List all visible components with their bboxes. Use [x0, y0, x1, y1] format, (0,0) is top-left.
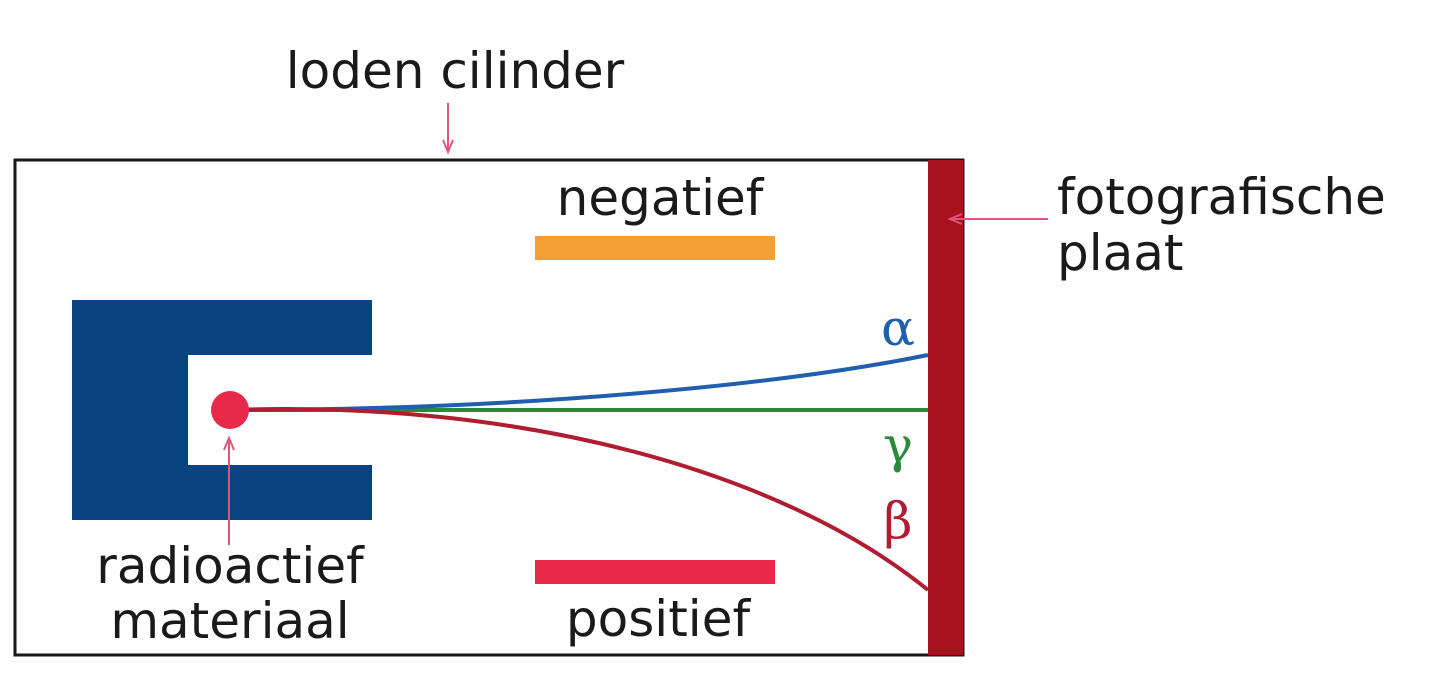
label-photographic-plate-line2: plaat [1057, 224, 1184, 282]
label-source-line1: radioactief [96, 537, 365, 595]
pointer-photographic-plate [947, 213, 1048, 225]
pointer-source [223, 435, 235, 545]
photographic-plate [928, 160, 963, 655]
beta-ray-path [229, 407, 930, 592]
label-positive-plate: positief [566, 590, 752, 648]
negative-plate [535, 236, 775, 260]
ray-symbol-alpha: α [881, 299, 915, 357]
label-photographic-plate-line1: fotografische [1057, 168, 1386, 226]
label-source-line2: materiaal [110, 592, 349, 650]
pointer-lead-cylinder [442, 103, 454, 155]
lead-shield-block [72, 300, 372, 520]
label-lead-cylinder: loden cilinder [286, 42, 625, 100]
ray-symbol-gamma: γ [883, 416, 913, 474]
label-negative-plate: negatief [557, 169, 765, 227]
ray-symbol-beta: β [884, 492, 913, 550]
radioactive-source [211, 391, 249, 429]
positive-plate [535, 560, 775, 584]
